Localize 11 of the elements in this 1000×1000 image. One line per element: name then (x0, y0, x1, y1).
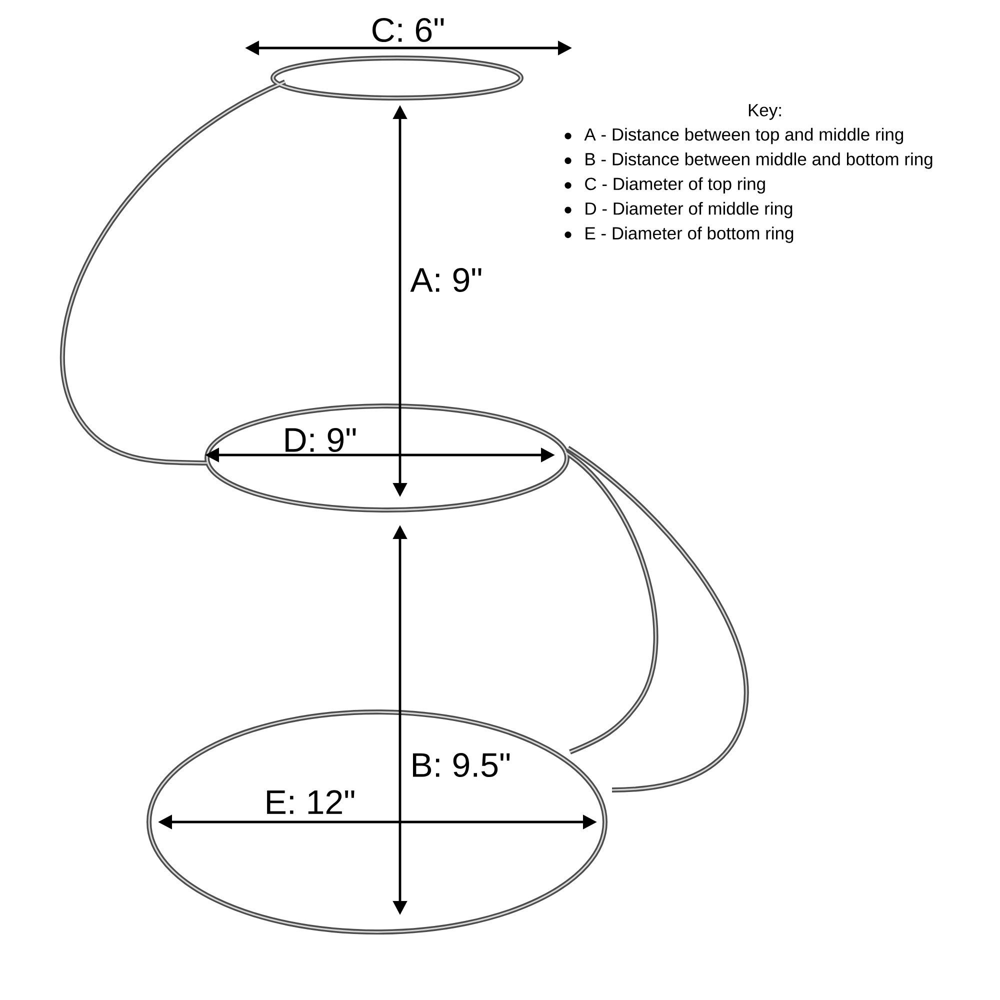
dimension-label: B: 9.5" (413, 752, 510, 778)
key-item: C - Diameter of top ring (585, 177, 765, 194)
dimension-label: E: 12" (267, 790, 354, 814)
dimension-label: A: 9" (410, 268, 482, 292)
key-item: B - Distance between middle and bottom ring (586, 152, 932, 169)
key-item: A - Distance between top and middle ring (584, 128, 904, 144)
key-item: E - Diameter of bottom ring (586, 226, 794, 243)
dimension-label: C: 6" (372, 18, 444, 42)
key-item: D - Diameter of middle ring (586, 202, 792, 218)
key-heading: Key: (748, 104, 781, 120)
dimension-label: D: 9" (286, 428, 356, 452)
